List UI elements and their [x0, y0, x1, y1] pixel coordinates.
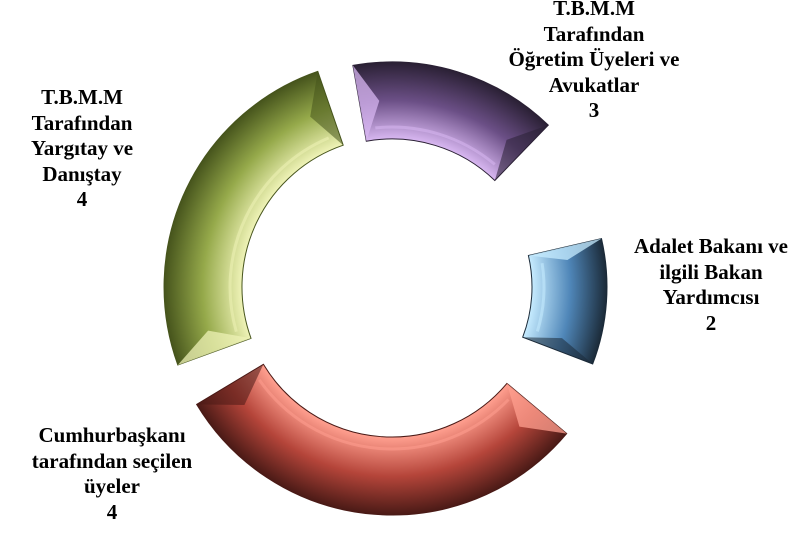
label-line: ilgili Bakan — [591, 260, 811, 286]
label-count: 3 — [464, 98, 724, 124]
segment-red — [197, 364, 567, 515]
label-line: Tarafından — [0, 111, 202, 137]
label-green-segment: T.B.M.M Tarafından Yargıtay ve Danıştay … — [0, 85, 202, 213]
label-line: T.B.M.M — [0, 85, 202, 111]
label-blue-segment: Adalet Bakanı ve ilgili Bakan Yardımcısı… — [591, 234, 811, 336]
label-red-segment: Cumhurbaşkanı tarafından seçilen üyeler … — [0, 423, 242, 525]
label-line: Avukatlar — [464, 73, 724, 99]
label-line: Tarafından — [464, 22, 724, 48]
label-line: Yardımcısı — [591, 285, 811, 311]
label-count: 4 — [0, 500, 242, 526]
label-line: Danıştay — [0, 162, 202, 188]
label-line: üyeler — [0, 474, 242, 500]
label-count: 2 — [591, 311, 811, 337]
label-count: 4 — [0, 187, 202, 213]
label-line: tarafından seçilen — [0, 449, 242, 475]
label-line: Cumhurbaşkanı — [0, 423, 242, 449]
label-line: Adalet Bakanı ve — [591, 234, 811, 260]
label-line: Öğretim Üyeleri ve — [464, 47, 724, 73]
label-purple-segment: T.B.M.M Tarafından Öğretim Üyeleri ve Av… — [464, 0, 724, 124]
label-line: T.B.M.M — [464, 0, 724, 22]
label-line: Yargıtay ve — [0, 136, 202, 162]
